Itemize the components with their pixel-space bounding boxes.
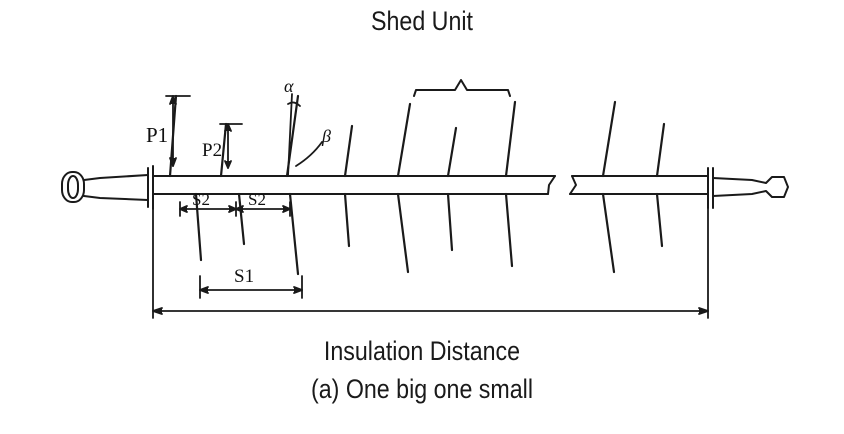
figure-subcaption: (a) One big one small (311, 374, 533, 404)
alpha-angle-marker (287, 93, 301, 177)
s1-dimension-line (199, 275, 303, 299)
beta-angle-marker (295, 141, 323, 167)
p2-label: P2 (202, 140, 222, 161)
core-rod (152, 175, 709, 195)
s2-right-label: S2 (248, 190, 266, 209)
s1-label: S1 (234, 266, 254, 287)
p2-dimension (219, 123, 243, 169)
shed-unit-brace (413, 79, 511, 97)
s2-dimension-line (179, 201, 291, 217)
figure-title: Shed Unit (371, 6, 473, 36)
left-end-fitting (61, 165, 154, 210)
sheds (168, 94, 666, 276)
s2-left-label: S2 (192, 190, 210, 209)
right-end-fitting (707, 167, 789, 209)
beta-label: β (321, 126, 331, 146)
p1-label: P1 (146, 123, 168, 147)
alpha-label: α (284, 76, 294, 96)
insulation-distance-caption: Insulation Distance (323, 336, 521, 366)
insulation-distance-line (152, 207, 709, 319)
p1-dimension (165, 95, 191, 167)
